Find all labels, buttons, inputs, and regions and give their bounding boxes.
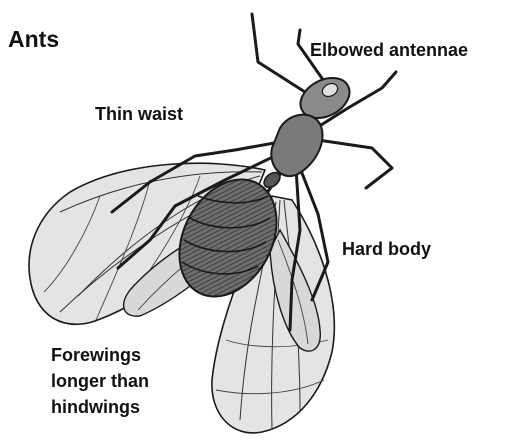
label-wings: Forewings longer than hindwings — [51, 342, 149, 420]
label-elbowed-antennae: Elbowed antennae — [310, 40, 468, 61]
label-wings-line: hindwings — [51, 394, 149, 420]
diagram-title: Ants — [8, 26, 59, 53]
label-wings-line: longer than — [51, 368, 149, 394]
label-hard-body: Hard body — [342, 239, 431, 260]
ant-thorax — [271, 115, 322, 176]
label-thin-waist: Thin waist — [95, 104, 183, 125]
label-wings-line: Forewings — [51, 342, 149, 368]
